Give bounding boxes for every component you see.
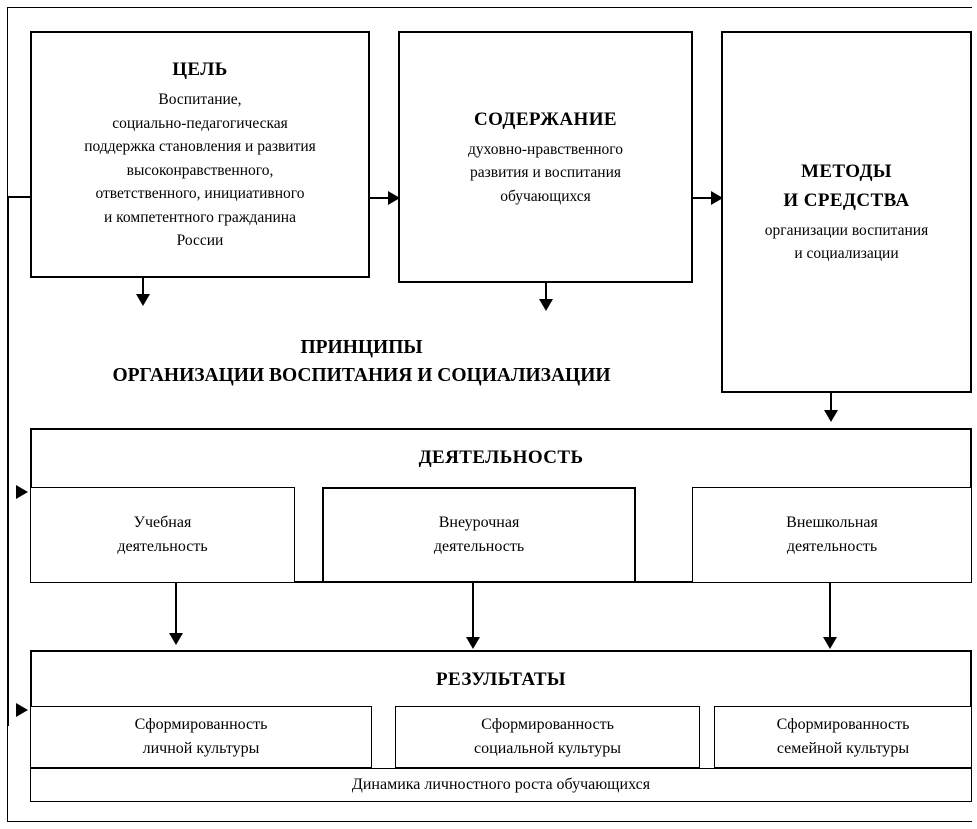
results-footer-strip: Динамика личностного роста обучающихся: [30, 768, 972, 802]
goal-line-6: и компетентного гражданина: [104, 208, 296, 226]
results-item-semeynaya: Сформированность семейной культуры: [714, 706, 972, 768]
feedback-arrow-to-results-head: [16, 703, 28, 717]
arrow-activity-3-down-shaft: [829, 583, 831, 641]
arrow-content-to-methods-head: [711, 191, 723, 205]
arrow-content-down-shaft: [545, 283, 547, 303]
arrow-goal-down-shaft: [142, 278, 144, 298]
activity-item-vneshkolnaya: Внешкольная деятельность: [692, 487, 972, 583]
arrow-methods-down-shaft: [830, 393, 832, 415]
arrow-activity-3-down-head: [823, 637, 837, 649]
activity-item-3-line2: деятельность: [786, 538, 878, 555]
activity-item-2-line1: Внеурочная: [438, 513, 520, 531]
activity-heading: ДЕЯТЕЛЬНОСТЬ: [418, 447, 584, 468]
arrow-goal-to-content-shaft: [370, 197, 392, 199]
activity-item-uchebnaya: Учебная деятельность: [30, 487, 295, 583]
activity-item-vneurochnaya: Внеурочная деятельность: [322, 487, 636, 583]
activity-item-1-line2: деятельность: [117, 538, 208, 555]
methods-line-2: и социализации: [794, 245, 899, 263]
results-item-lichnaya: Сформированность личной культуры: [30, 706, 372, 768]
arrow-activity-1-down-head: [169, 633, 183, 645]
content-line-1: духовно-нравственного: [467, 140, 624, 158]
goal-line-4: высоконравственного,: [126, 161, 274, 179]
content-line-3: обучающихся: [500, 187, 591, 205]
principles-line-1: ПРИНЦИПЫ: [300, 337, 423, 358]
goal-line-7: России: [176, 232, 224, 250]
activity-item-3-line1: Внешкольная: [786, 513, 878, 531]
arrow-activity-1-down-shaft: [175, 583, 177, 637]
goal-line-3: поддержка становления и развития: [84, 138, 316, 156]
feedback-spine-vertical: [7, 196, 9, 726]
results-item-1-line2: личной культуры: [142, 740, 260, 757]
goal-line-2: социально-педагогическая: [112, 114, 288, 132]
arrow-activity-2-down-head: [466, 637, 480, 649]
methods-line-1: организации воспитания: [764, 221, 929, 239]
arrow-activity-2-down-shaft: [472, 583, 474, 641]
results-footer-text: Динамика личностного роста обучающихся: [351, 775, 651, 793]
results-item-socialnaya: Сформированность социальной культуры: [395, 706, 700, 768]
principles-line-2: ОРГАНИЗАЦИИ ВОСПИТАНИЯ И СОЦИАЛИЗАЦИИ: [112, 365, 611, 387]
content-box: СОДЕРЖАНИЕ духовно-нравственного развити…: [398, 31, 693, 283]
methods-heading-line2: И СРЕДСТВА: [783, 189, 910, 211]
feedback-arrow-to-activity-head: [16, 485, 28, 499]
arrow-content-down-head: [539, 299, 553, 311]
goal-box: ЦЕЛЬ Воспитание, социально-педагогическа…: [30, 31, 370, 278]
activity-item-1-line1: Учебная: [133, 513, 192, 531]
arrow-goal-down-head: [136, 294, 150, 306]
results-heading: РЕЗУЛЬТАТЫ: [436, 669, 566, 690]
results-item-3-line2: семейной культуры: [776, 740, 910, 757]
results-item-3-line1: Сформированность: [776, 715, 910, 733]
results-item-2-line2: социальной культуры: [474, 740, 621, 757]
methods-box: МЕТОДЫ И СРЕДСТВА организации воспитания…: [721, 31, 972, 393]
goal-heading: ЦЕЛЬ: [172, 59, 228, 81]
content-heading: СОДЕРЖАНИЕ: [474, 108, 617, 130]
goal-line-5: ответственного, инициативного: [95, 185, 305, 203]
results-item-2-line1: Сформированность: [481, 715, 614, 733]
arrow-methods-down-head: [824, 410, 838, 422]
arrow-content-to-methods-shaft: [693, 197, 715, 199]
arrow-goal-to-content-head: [388, 191, 400, 205]
feedback-stub-to-goal: [7, 196, 31, 198]
content-line-2: развития и воспитания: [470, 164, 621, 182]
activity-item-2-line2: деятельность: [433, 538, 525, 555]
principles-label: ПРИНЦИПЫ ОРГАНИЗАЦИИ ВОСПИТАНИЯ И СОЦИАЛ…: [30, 334, 693, 391]
methods-heading-line1: МЕТОДЫ: [801, 161, 892, 183]
results-item-1-line1: Сформированность: [134, 715, 268, 733]
goal-line-1: Воспитание,: [158, 91, 242, 109]
